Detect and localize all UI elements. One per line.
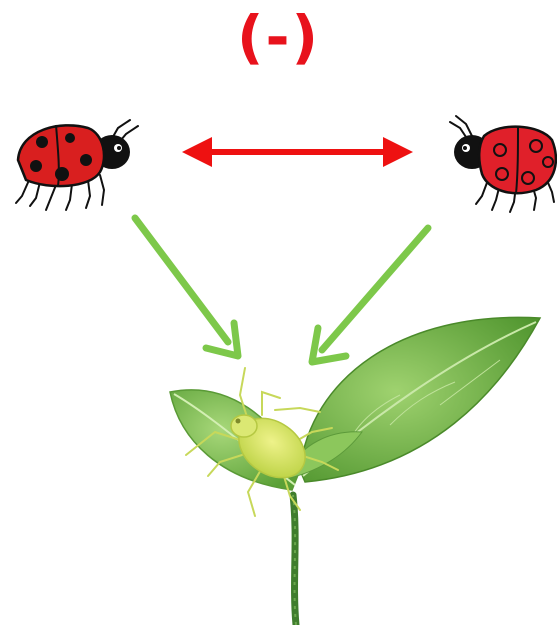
ladybird-left xyxy=(16,120,138,210)
predation-arrow-left xyxy=(135,218,238,356)
ladybird-right xyxy=(450,116,556,212)
competition-arrow xyxy=(182,137,413,167)
plant-stem xyxy=(293,495,296,625)
